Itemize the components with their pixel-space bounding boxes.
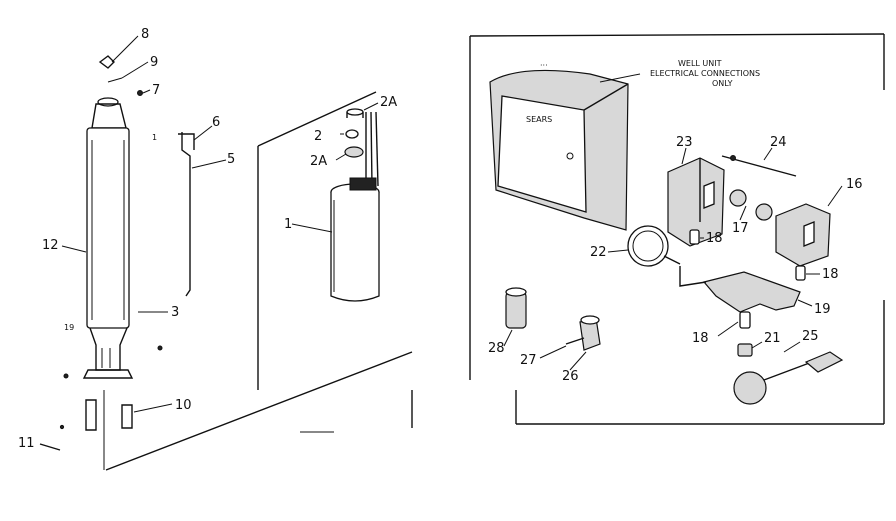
label-part-2a-bottom: 2A [310, 154, 327, 169]
label-part-11: 11 [18, 436, 35, 451]
svg-text:19: 19 [64, 323, 74, 332]
label-part-9: 9 [150, 55, 158, 70]
plug-27-part [565, 337, 585, 345]
nut-21-part [737, 343, 753, 357]
seal-2-part [345, 129, 359, 139]
label-part-17: 17 [732, 221, 749, 236]
control-components: 23 24 16 17 18 22 18 19 18 21 25 28 27 2… [488, 135, 863, 405]
retainer-ring-part [107, 77, 123, 83]
harness-cable [181, 132, 191, 297]
label-part-22: 22 [590, 245, 607, 260]
label-part-23: 23 [676, 135, 693, 150]
seal-2a-top-part [346, 108, 364, 116]
bushing-18b-part [795, 265, 806, 281]
note-line-2: ELECTRICAL CONNECTIONS [650, 69, 760, 78]
tee-fitting-19-part [702, 271, 801, 313]
svg-text:···: ··· [540, 61, 548, 70]
label-part-18b: 18 [822, 267, 839, 282]
motor-panel-outline [105, 91, 413, 471]
overload-17-part [729, 189, 747, 207]
label-part-19: 19 [814, 302, 831, 317]
bushing-18a-part [689, 229, 700, 245]
seal-2a-bottom-part [344, 146, 364, 158]
label-part-8: 8 [141, 27, 149, 42]
label-part-25: 25 [802, 329, 819, 344]
brand-plate: SEARS [526, 115, 552, 124]
check-valve-part [98, 55, 115, 69]
motor-assembly: 2A 2 2A 1 [284, 95, 397, 302]
pressure-gauge-22-part [627, 225, 669, 267]
pump-discharge-head [97, 97, 119, 107]
pump-assembly: 19 8 9 7 12 3 10 11 [18, 27, 192, 470]
pump-body [86, 127, 130, 329]
wire-harness: 6 5 1 [152, 115, 235, 297]
label-part-3: 3 [171, 305, 179, 320]
pump-intake-screen [89, 327, 128, 371]
screw-7-part [137, 90, 143, 96]
motor-body [330, 192, 380, 302]
note-line-3: ONLY [712, 79, 733, 88]
cable-guard-part [85, 399, 97, 431]
label-part-2a-top: 2A [380, 95, 397, 110]
label-part-7: 7 [152, 83, 160, 98]
label-part-28: 28 [488, 341, 505, 356]
label-part-1: 1 [284, 217, 292, 232]
elbow-28-part [505, 291, 527, 329]
pump-motor-bracket [82, 369, 134, 379]
relay-16-part [775, 203, 831, 267]
screw-11-part [39, 443, 61, 451]
label-part-2: 2 [314, 129, 322, 144]
bushing-18c-part [739, 311, 751, 329]
control-box-panel [469, 33, 885, 425]
label-part-6: 6 [212, 115, 220, 130]
label-part-12: 12 [42, 238, 59, 253]
label-part-10: 10 [175, 398, 192, 413]
label-part-24: 24 [770, 135, 787, 150]
label-part-5: 5 [227, 152, 235, 167]
svg-text:1: 1 [152, 133, 157, 142]
pump-top-taper [91, 103, 127, 129]
label-part-21: 21 [764, 331, 781, 346]
relief-valve-25-part [733, 371, 767, 405]
label-part-18a: 18 [706, 231, 723, 246]
label-part-18c: 18 [692, 331, 709, 346]
control-box-cover: SEARS ··· WELL UNIT ELECTRICAL CONNECTIO… [489, 59, 760, 231]
label-part-16: 16 [846, 177, 863, 192]
label-part-27: 27 [520, 353, 537, 368]
note-line-1: WELL UNIT [678, 59, 722, 68]
guard-10-part [121, 404, 133, 429]
label-part-26: 26 [562, 369, 579, 384]
